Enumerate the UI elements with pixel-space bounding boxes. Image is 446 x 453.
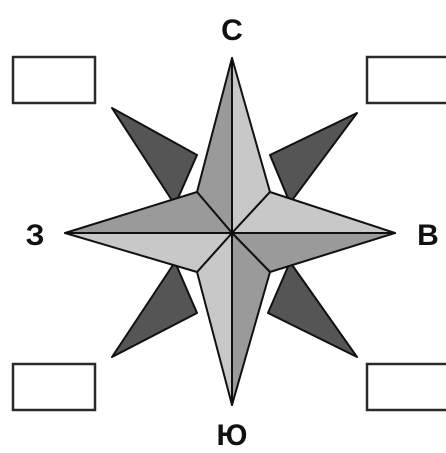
west-label: З: [26, 219, 45, 252]
northeast-point: [270, 113, 357, 203]
southeast-point: [268, 262, 357, 357]
answer-box-top-right[interactable]: [367, 57, 446, 103]
east-label: В: [417, 219, 439, 252]
south-label: Ю: [217, 419, 248, 452]
answer-box-bottom-left[interactable]: [13, 364, 95, 410]
northwest-point: [112, 108, 197, 205]
north-label: С: [221, 14, 243, 47]
southwest-point: [112, 262, 197, 357]
west-point: [65, 192, 232, 272]
answer-box-bottom-right[interactable]: [367, 364, 446, 410]
answer-box-top-left[interactable]: [13, 57, 95, 103]
